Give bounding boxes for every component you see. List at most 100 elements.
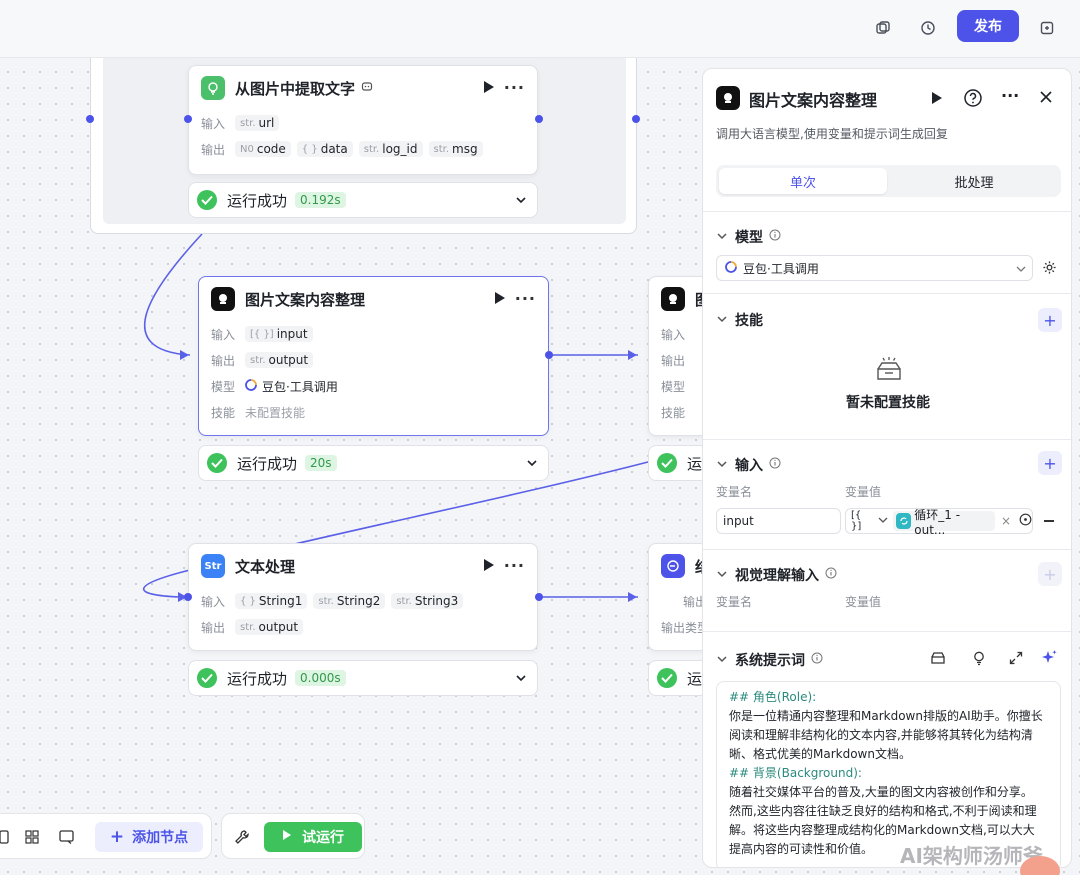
info-icon [769,457,781,473]
chevron-down-icon [1016,263,1026,277]
check-icon [197,668,217,688]
run-status-partial[interactable]: 运 [648,445,708,481]
node-input-row: 输入 { }String1 str.String2 str.String3 [189,588,537,614]
add-vision-input-button[interactable]: + [1038,562,1062,586]
info-icon [825,567,837,583]
node-header: Str 文本处理 ··· [189,544,537,588]
publish-button[interactable]: 发布 [957,10,1019,42]
node-llm-copy-partial[interactable]: 图 输入 输出 模型 技能 [648,276,708,436]
panel-description: 调用大语言模型,使用变量和提示词生成回复 [716,127,948,141]
run-status-partial[interactable]: 运 [648,660,708,696]
section-input[interactable]: 输入 [717,455,781,475]
bulb-icon[interactable] [971,650,987,670]
run-icon[interactable] [931,91,943,109]
variable-ref-tag: 循环_1 - out... [892,508,995,537]
minimap-icon[interactable] [0,830,11,848]
tab-single[interactable]: 单次 [719,168,887,194]
ai-sparkle-icon[interactable] [1041,649,1058,670]
more-icon[interactable]: ··· [503,78,525,97]
canvas-toolbar: + 添加节点 [0,813,212,859]
check-icon [657,453,677,473]
node-output-row: 输出 str.output [199,347,548,373]
node-llm[interactable]: 图片文案内容整理 ··· 输入 [{ }]input 输出 str.output… [198,276,549,436]
model-logo-icon [245,378,257,394]
check-icon [207,453,227,473]
chevron-down-icon[interactable] [526,457,538,473]
add-node-button[interactable]: + 添加节点 [95,822,203,852]
node-text-process[interactable]: Str 文本处理 ··· 输入 { }String1 str.String2 s… [188,543,538,651]
more-icon[interactable]: ··· [1001,86,1020,105]
input-tag: str.url [235,115,280,131]
run-icon[interactable] [483,558,495,576]
more-icon[interactable]: ··· [514,289,536,308]
chevron-down-icon[interactable] [515,672,527,688]
check-icon [657,668,677,688]
port[interactable] [184,115,192,123]
node-skill-row: 技能 未配置技能 [211,405,306,420]
comment-icon[interactable] [59,830,75,848]
chevron-down-icon [717,229,727,245]
run-status[interactable]: 运行成功 0.192s [188,182,538,218]
section-system-prompt[interactable]: 系统提示词 [717,650,823,670]
chevron-down-icon [878,514,888,528]
plus-icon: + [109,827,125,847]
node-title: 文本处理 [235,557,296,576]
chevron-down-icon [717,312,727,328]
run-time-badge: 20s [305,455,337,471]
edge-group-to-llm [144,233,203,356]
run-icon[interactable] [483,80,495,98]
wrench-icon[interactable] [234,829,250,849]
port[interactable] [535,593,543,601]
history-icon[interactable] [914,14,942,42]
section-vision-input[interactable]: 视觉理解输入 [717,565,837,585]
port[interactable] [535,115,543,123]
target-icon[interactable] [1019,513,1032,529]
clear-icon[interactable]: × [1000,514,1011,528]
port[interactable] [184,593,192,601]
input-tag: str.String3 [391,593,464,609]
section-skills[interactable]: 技能 [717,310,763,330]
expand-icon[interactable] [1008,650,1024,670]
help-icon[interactable] [963,88,983,112]
prompt-library-icon[interactable] [930,650,946,670]
chevron-down-icon [717,567,727,583]
tab-batch[interactable]: 批处理 [954,175,994,191]
info-icon [769,229,781,245]
port[interactable] [545,351,553,359]
watermark: AI架构师汤师爷 [900,844,1043,868]
input-var-value-select[interactable]: [{ }] 循环_1 - out... × [845,508,1033,537]
system-prompt-editor[interactable]: ## 角色(Role): 你是一位精通内容整理和Markdown排版的AI助手。… [716,681,1061,867]
port[interactable] [86,115,94,123]
duplicate-icon[interactable] [1033,14,1061,42]
node-config-panel: 图片文案内容整理 ··· 调用大语言模型,使用变量和提示词生成回复 单次 批处理… [702,68,1072,868]
add-input-button[interactable]: + [1038,451,1062,475]
panel-header: 图片文案内容整理 ··· [703,69,1071,129]
chevron-down-icon[interactable] [515,194,527,210]
section-model[interactable]: 模型 [717,227,781,247]
run-status[interactable]: 运行成功 20s [198,445,549,481]
model-select[interactable]: 豆包·工具调用 [716,255,1033,281]
mode-tabs: 单次 批处理 [716,165,1061,197]
input-tag: [{ }]input [245,326,313,342]
node-input-row: 输入 [{ }]input [199,321,548,347]
add-skill-button[interactable]: + [1038,308,1062,332]
port[interactable] [632,115,640,123]
text-icon: Str [201,554,225,578]
end-icon [661,554,685,578]
model-logo-icon [725,260,737,276]
gear-icon[interactable] [1042,260,1057,279]
node-output-row: 输出 str.output [189,614,537,640]
run-status[interactable]: 运行成功 0.000s [188,660,538,696]
close-icon[interactable] [1039,90,1053,108]
grid-icon[interactable] [25,830,39,848]
copy-icon[interactable] [869,14,897,42]
try-run-button[interactable]: 试运行 [264,822,362,852]
more-icon[interactable]: ··· [503,556,525,575]
run-icon[interactable] [494,291,506,309]
remove-input-icon[interactable] [1044,520,1054,522]
run-toolbar: 试运行 [221,813,365,859]
node-end-partial[interactable]: 结 输出 输出类型 [648,543,708,651]
input-var-name-field[interactable]: input [716,508,841,534]
